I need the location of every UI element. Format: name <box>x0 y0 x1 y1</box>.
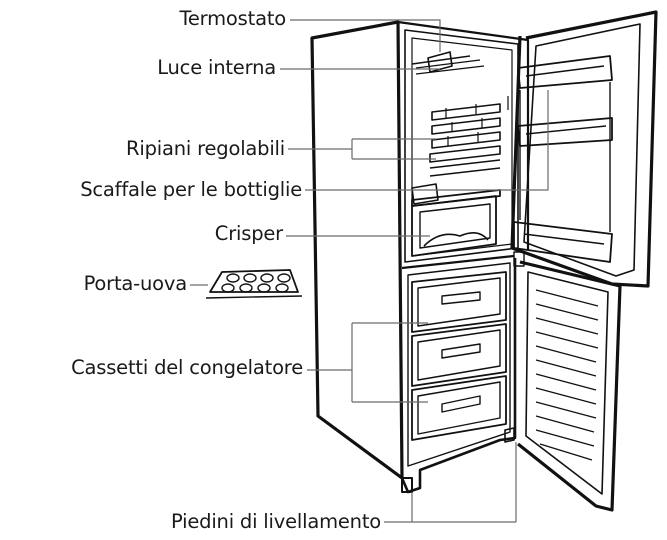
freezer-drawers <box>411 271 507 441</box>
label-piedini-livellamento: Piedini di livellamento <box>171 510 381 533</box>
label-porta-uova: Porta-uova <box>83 272 188 295</box>
thermostat-light <box>411 51 485 75</box>
adjustable-shelves <box>429 96 509 177</box>
leader-lines <box>190 19 549 523</box>
fridge-door <box>510 10 658 288</box>
label-termostato: Termostato <box>179 7 286 30</box>
fridge-cabinet <box>310 20 530 494</box>
freezer-door <box>513 251 622 512</box>
label-scaffale-bottiglie: Scaffale per le bottiglie <box>80 178 302 201</box>
label-ripiani-regolabili: Ripiani regolabili <box>126 137 285 160</box>
egg-tray <box>205 269 303 299</box>
label-luce-interna: Luce interna <box>157 56 276 79</box>
label-cassetti-congelatore: Cassetti del congelatore <box>71 356 303 379</box>
bottle-shelf <box>411 183 501 207</box>
label-crisper: Crisper <box>214 222 283 245</box>
